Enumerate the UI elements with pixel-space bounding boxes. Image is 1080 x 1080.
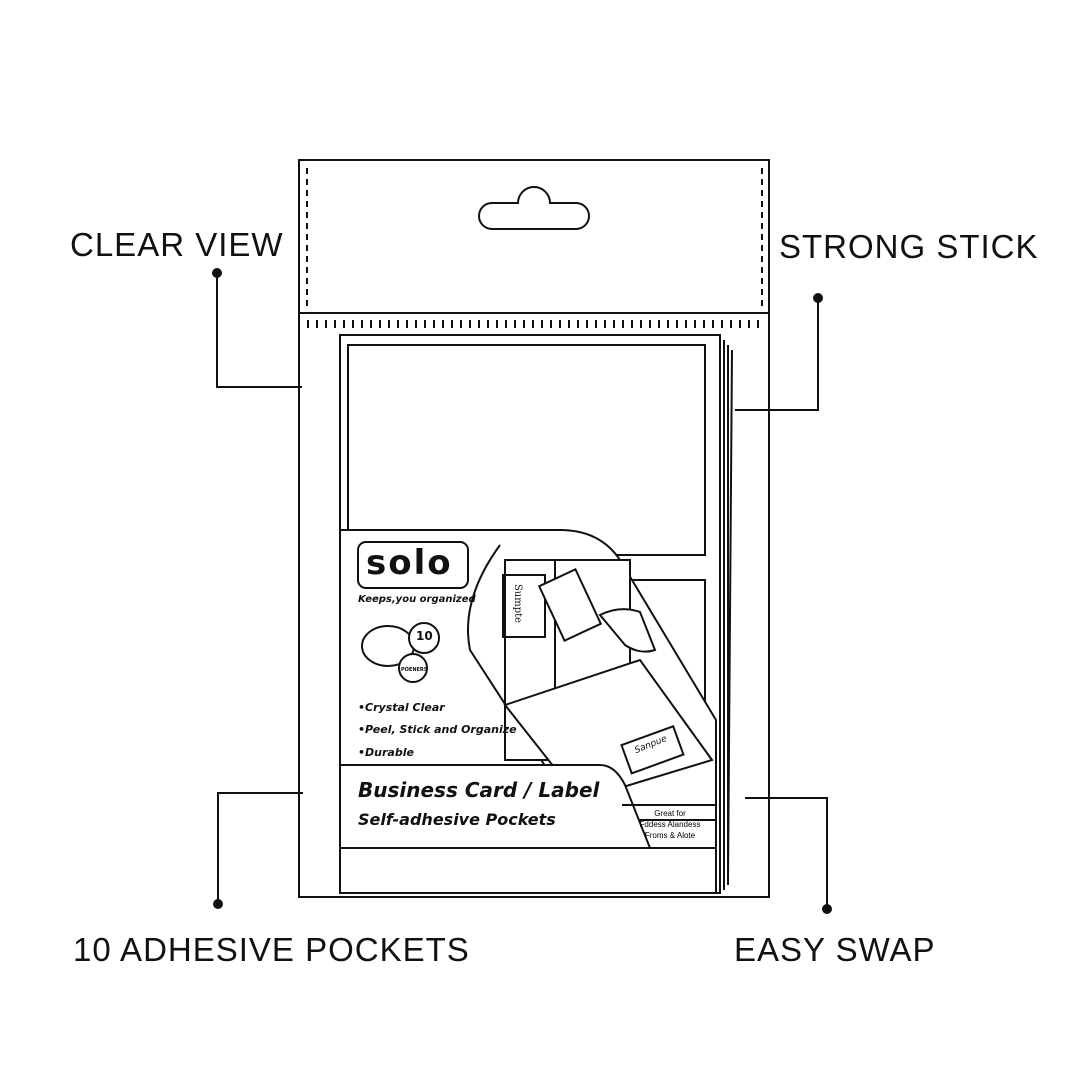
note-line: Great for — [654, 809, 686, 818]
callout-easy-swap: EASY SWAP — [734, 931, 936, 968]
leader-clear-view — [212, 268, 302, 388]
sample-label-box — [502, 574, 546, 638]
feature-item: •Durable — [358, 746, 414, 759]
feature-item: •Peel, Stick and Organize — [358, 723, 517, 736]
solo-logo — [357, 541, 469, 589]
note-line: Froms & Alote — [644, 831, 696, 840]
badge-count: 10 — [416, 629, 433, 643]
callout-adhesive-pockets: 10 ADHESIVE POCKETS — [73, 931, 470, 968]
hand-icon — [598, 608, 657, 653]
package-subtitle: Self-adhesive Pockets — [358, 810, 556, 829]
leader-easy-swap — [745, 797, 832, 914]
package-title: Business Card / Label — [358, 778, 600, 802]
feature-item: •Crystal Clear — [358, 701, 445, 714]
badge-sub: POENERS — [401, 667, 428, 673]
badge-sub-circle — [398, 653, 428, 683]
pocket-window-1 — [347, 344, 706, 556]
brand-tagline: Keeps,you organized — [358, 594, 476, 605]
note-line: Fddess Alandess — [639, 820, 701, 829]
title-band — [339, 764, 652, 849]
leader-adhesive-pockets — [213, 792, 303, 909]
leader-strong-stick — [735, 293, 823, 411]
callout-strong-stick: STRONG STICK — [779, 228, 1039, 265]
package-outline — [298, 159, 770, 898]
brand-name: solo — [366, 543, 453, 583]
hang-hole-icon — [478, 186, 590, 230]
badge-count-circle — [408, 622, 440, 654]
sample-label-1: Sumpte — [512, 583, 524, 624]
callout-clear-view: CLEAR VIEW — [70, 226, 284, 263]
